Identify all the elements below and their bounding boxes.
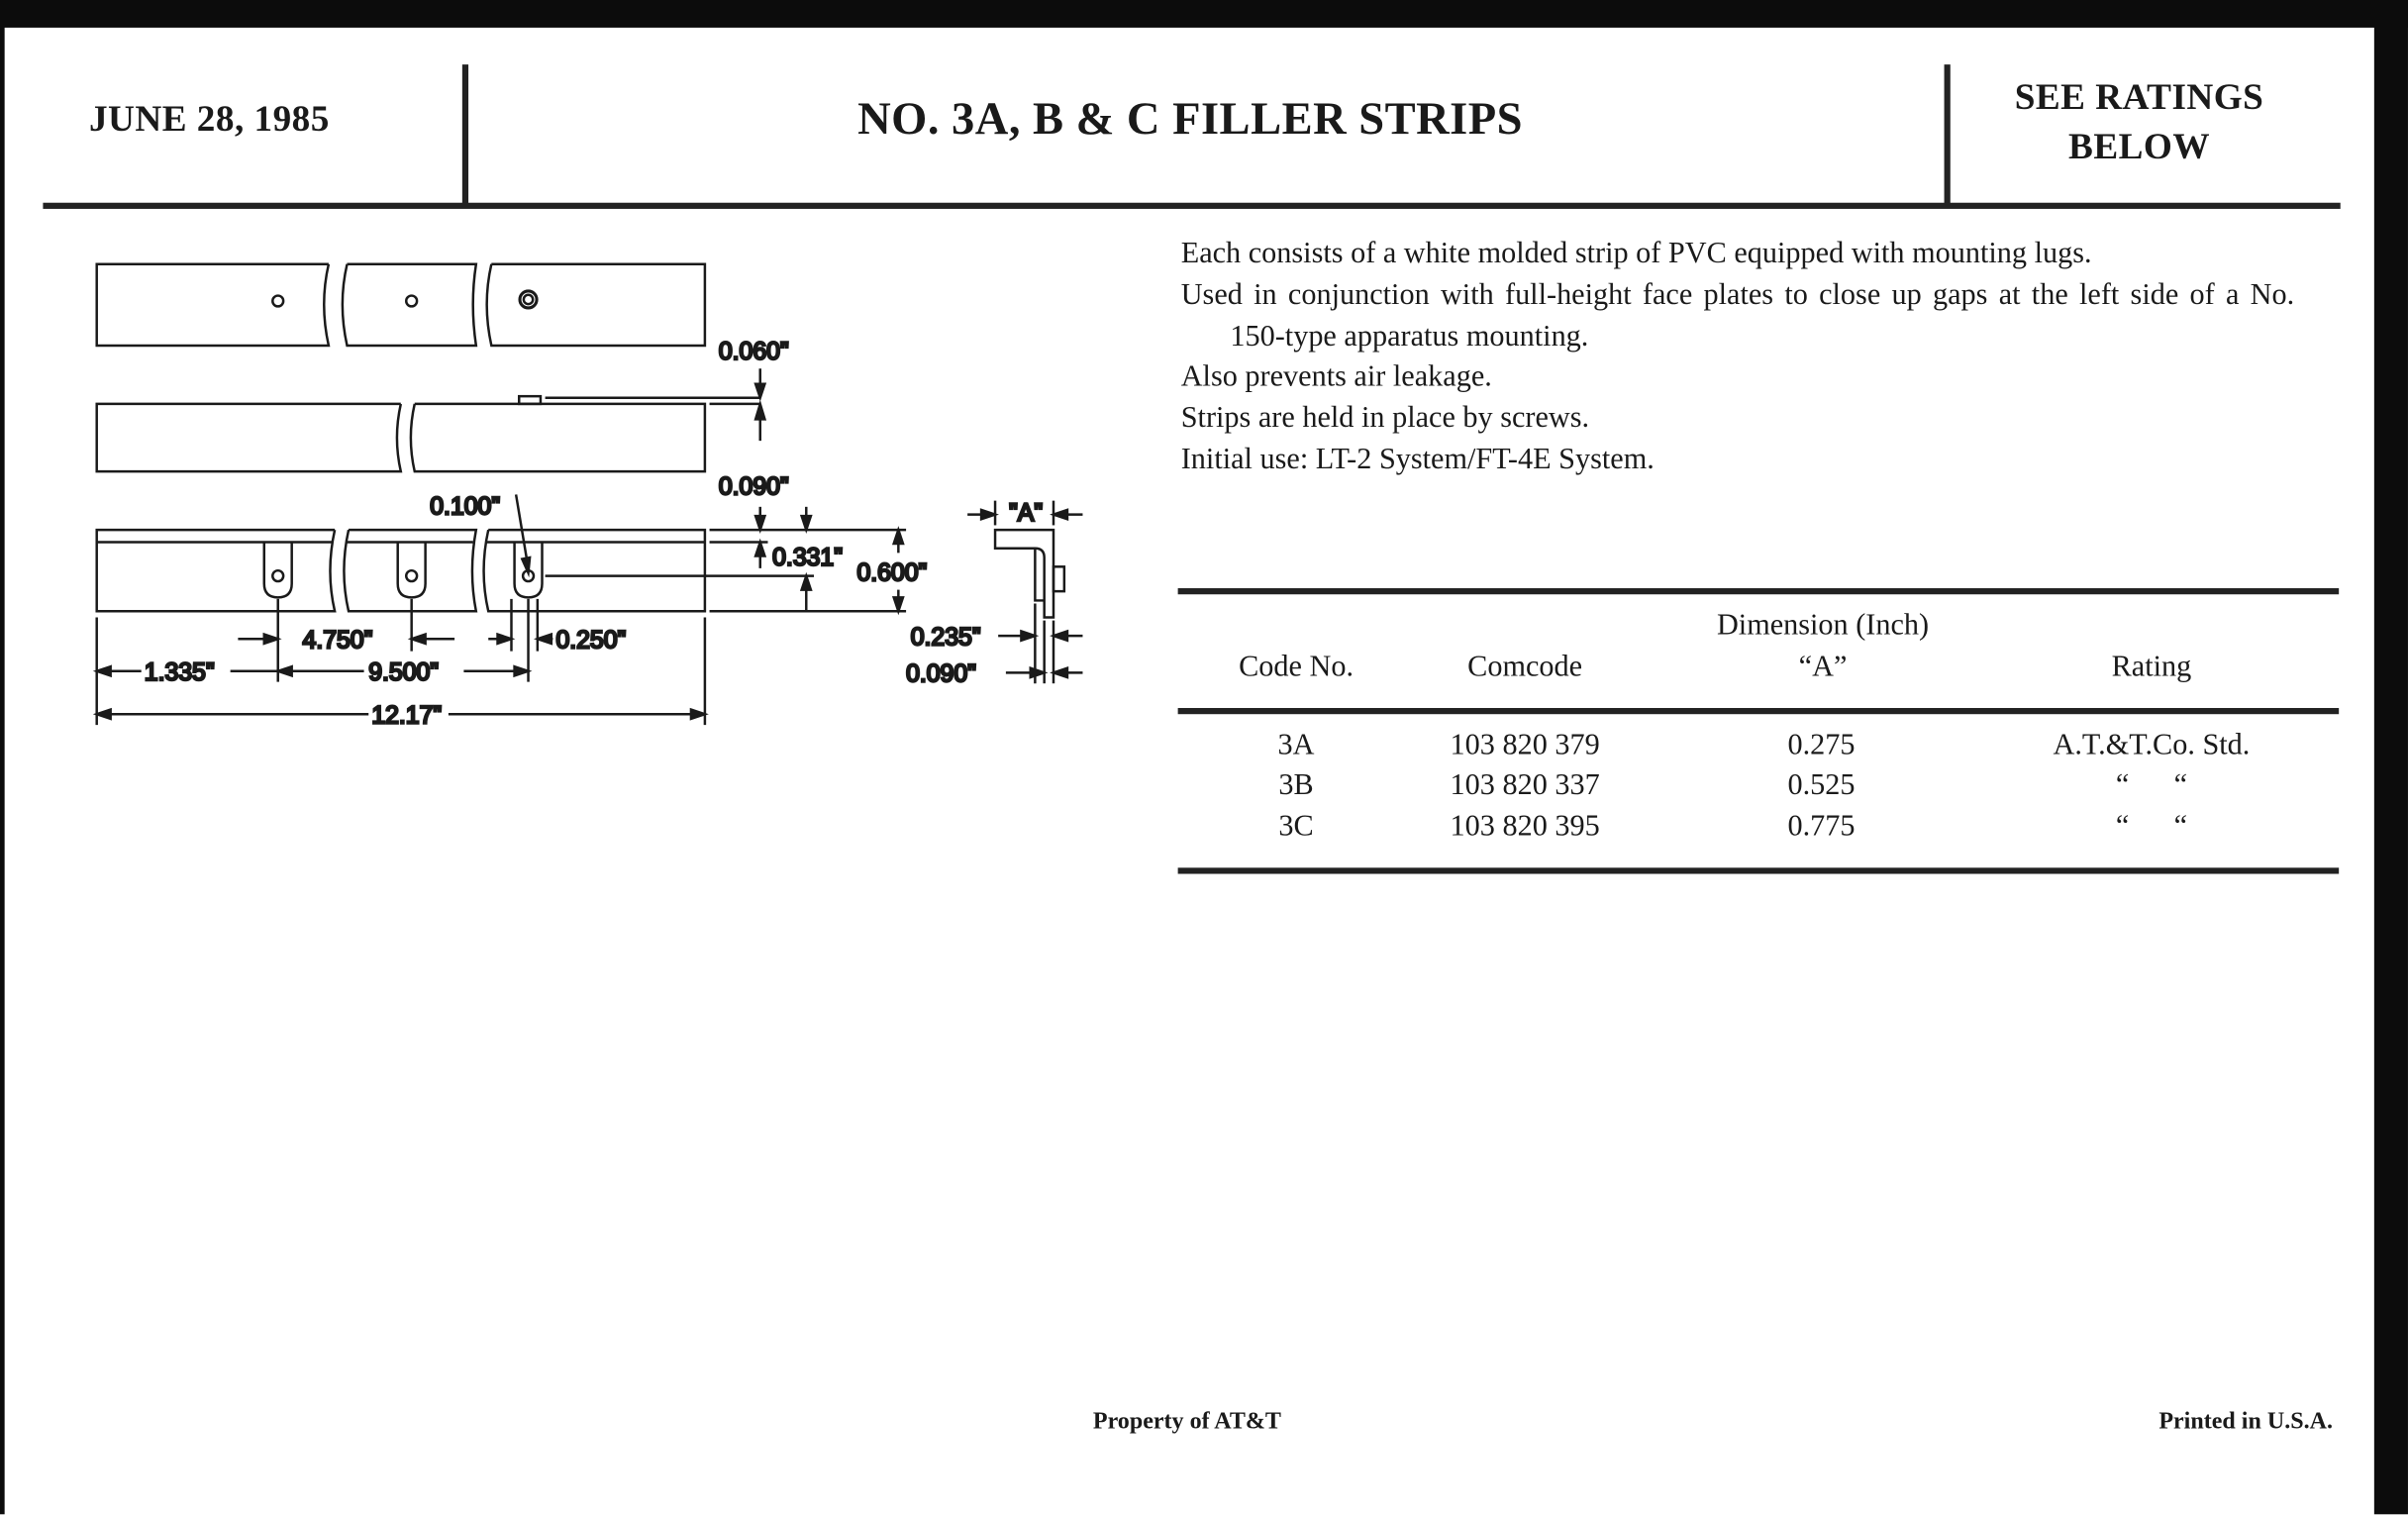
header-dimension-sub: “A” <box>1798 651 1848 684</box>
cell-dimension: 0.275 <box>1787 729 1856 762</box>
cell-comcode: 103 820 337 <box>1450 769 1600 802</box>
horizontal-dimensions <box>92 598 709 726</box>
mounting-lug <box>396 542 427 599</box>
dim-235: 0.235" <box>911 624 981 651</box>
header-rule <box>43 202 2341 209</box>
strip-side-view <box>95 368 767 473</box>
dim-250: 0.250" <box>555 628 626 655</box>
header-divider-right <box>1944 64 1951 206</box>
cell-rating: “ “ <box>2115 810 2188 844</box>
mounting-hole <box>404 294 419 308</box>
dim-090-top: 0.090" <box>719 473 789 500</box>
header-dimension: Dimension (Inch) <box>1716 609 1930 643</box>
countersunk-hole <box>518 289 539 310</box>
dim-4750: 4.750" <box>303 628 373 655</box>
dim-1217: 12.17" <box>371 703 442 730</box>
description-paragraph: Strips are held in place by screws. <box>1180 402 1590 436</box>
description: Each consists of a white molded strip of… <box>1181 235 2294 481</box>
dim-060: 0.060" <box>719 339 789 365</box>
description-paragraph: Also prevents air leakage. <box>1180 361 1492 394</box>
description-paragraph: Initial use: LT-2 System/FT-4E System. <box>1180 444 1655 476</box>
page-title: NO. 3A, B & C FILLER STRIPS <box>857 93 1523 145</box>
scan-border-right <box>2373 0 2408 1515</box>
dim-090-bottom: 0.090" <box>906 661 976 688</box>
cell-code: 3B <box>1278 769 1314 802</box>
footer-printed: Printed in U.S.A. <box>2158 1408 2333 1435</box>
cell-comcode: 103 820 395 <box>1450 810 1600 844</box>
footer-property: Property of AT&T <box>1092 1408 1281 1435</box>
table-bottom-rule <box>1177 867 2340 874</box>
cell-code: 3C <box>1278 810 1314 844</box>
cell-rating: A.T.&T.Co. Std. <box>2053 729 2251 762</box>
table-top-rule <box>1177 588 2340 595</box>
date: JUNE 28, 1985 <box>88 99 330 141</box>
ratings-note-line2: BELOW <box>2068 127 2211 168</box>
table-header-rule <box>1177 708 2340 715</box>
dim-a: "A" <box>1009 500 1043 527</box>
header-comcode: Comcode <box>1467 651 1583 684</box>
cell-rating: “ “ <box>2115 769 2188 802</box>
description-paragraph: Used in conjunction with full-height fac… <box>1180 278 2295 354</box>
dim-9500: 9.500" <box>368 659 439 686</box>
description-paragraph: Each consists of a white molded strip of… <box>1180 238 2092 270</box>
strip-profile <box>967 500 1083 684</box>
strip-top-view <box>95 262 707 348</box>
strip-front-view <box>95 494 907 616</box>
dim-100: 0.100" <box>430 494 500 521</box>
cell-dimension: 0.775 <box>1787 810 1856 844</box>
ratings-note-line1: SEE RATINGS <box>2014 78 2264 119</box>
cell-code: 3A <box>1277 729 1315 762</box>
cell-comcode: 103 820 379 <box>1450 729 1600 762</box>
mounting-hole <box>271 294 285 308</box>
dim-331: 0.331" <box>772 545 843 571</box>
mounting-lug <box>513 542 544 599</box>
scan-border-top <box>0 0 2408 28</box>
scan-border-left <box>0 0 5 1515</box>
dim-600: 0.600" <box>856 559 927 586</box>
header-rating: Rating <box>2111 651 2192 684</box>
header-divider-left <box>461 64 469 206</box>
cell-dimension: 0.525 <box>1787 769 1856 802</box>
header-code: Code No. <box>1239 651 1354 684</box>
dim-1335: 1.335" <box>145 659 215 686</box>
mounting-lug <box>262 542 293 599</box>
